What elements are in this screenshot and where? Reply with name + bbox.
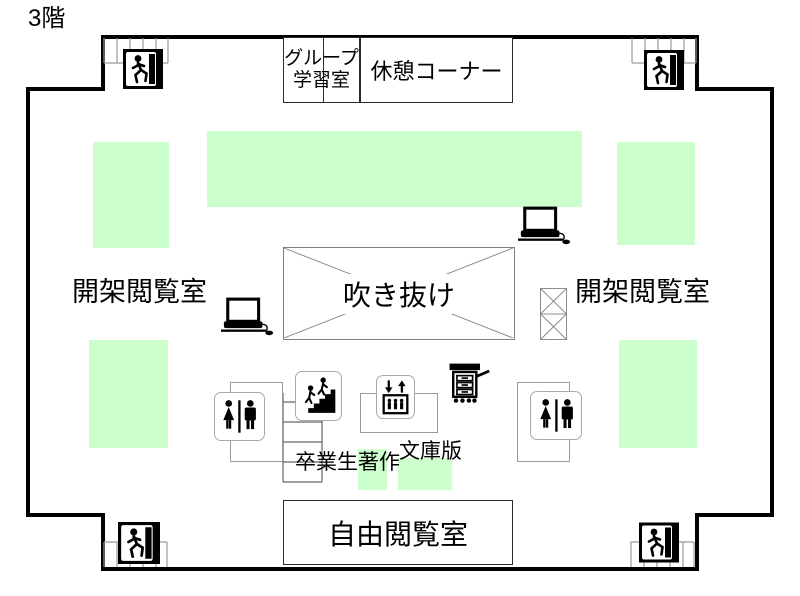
shelf-area-paperback	[398, 458, 452, 490]
atrium-label: 吹き抜け	[336, 273, 461, 314]
elevator-icon	[376, 375, 415, 419]
book-cart-icon	[449, 363, 490, 403]
room-group-study: グループ 学習室	[283, 37, 360, 103]
label-open-stacks-left: 開架閲覧室	[72, 277, 207, 307]
room-group-study-label-line1: グループ	[284, 48, 359, 70]
exterior-wall	[26, 35, 774, 571]
label-paperback: 文庫版	[399, 440, 462, 463]
label-open-stacks-right: 開架閲覧室	[575, 277, 710, 307]
book-lift-icon	[540, 288, 567, 340]
shelf-area-left-lower	[89, 340, 168, 448]
exit-icon	[639, 522, 679, 563]
exit-icon	[123, 49, 163, 89]
room-rest-corner: 休憩コーナー	[360, 37, 513, 103]
shelf-area-left-upper	[93, 142, 169, 248]
label-alumni-works: 卒業生著作	[295, 451, 400, 474]
restroom-icon	[214, 392, 265, 441]
shelf-area-right-upper	[617, 142, 695, 245]
room-free-reading: 自由閲覧室	[283, 500, 513, 565]
restroom-icon	[530, 391, 582, 440]
room-rest-corner-label: 休憩コーナー	[370, 59, 503, 84]
shelf-area-top-long	[207, 131, 582, 207]
laptop-icon	[518, 206, 571, 245]
room-free-reading-label: 自由閲覧室	[327, 518, 468, 550]
floor-title: 3階	[28, 5, 66, 32]
shelf-area-right-lower	[619, 340, 697, 448]
exit-icon	[644, 50, 684, 90]
room-group-study-label-line2: 学習室	[292, 70, 350, 91]
stairs-icon	[295, 371, 342, 421]
atrium-void: 吹き抜け	[283, 247, 515, 340]
room-divider	[323, 38, 324, 102]
shelf-area-alumni-works	[358, 449, 387, 490]
laptop-icon	[221, 297, 274, 336]
exit-icon	[118, 522, 160, 564]
